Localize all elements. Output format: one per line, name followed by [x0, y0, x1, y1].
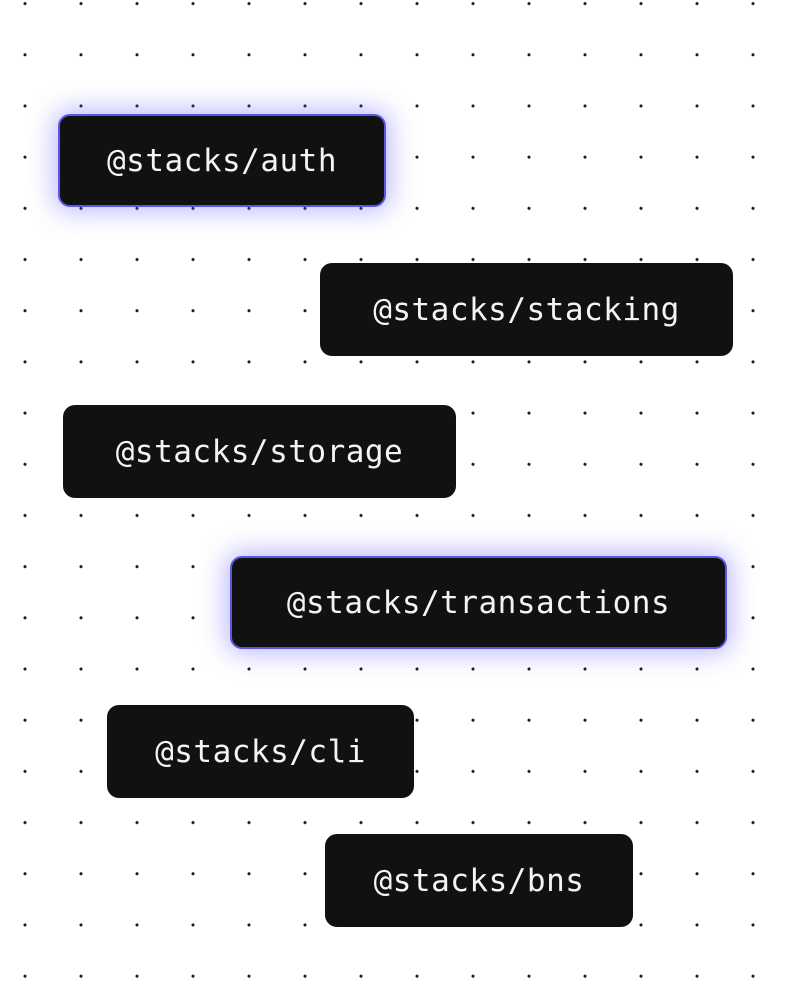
package-pill-storage[interactable]: @stacks/storage — [63, 405, 456, 498]
package-pill-auth[interactable]: @stacks/auth — [58, 114, 386, 207]
package-pill-stacking[interactable]: @stacks/stacking — [320, 263, 733, 356]
package-pill-bns[interactable]: @stacks/bns — [325, 834, 633, 927]
package-pill-transactions[interactable]: @stacks/transactions — [230, 556, 727, 649]
package-pill-cli[interactable]: @stacks/cli — [107, 705, 414, 798]
